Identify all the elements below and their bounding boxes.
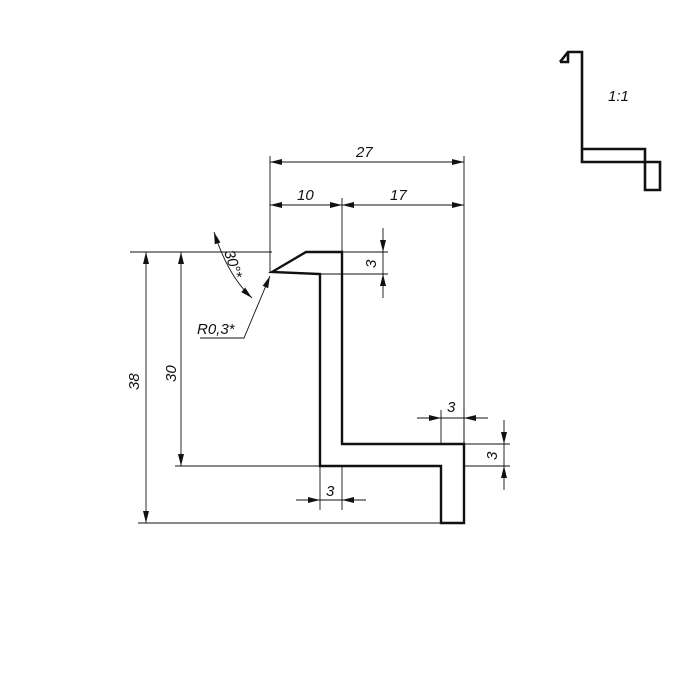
scale-label: 1:1 (608, 88, 629, 105)
profile-outline (267, 250, 466, 525)
dimension-lines (143, 159, 507, 523)
scale-thumbnail: 1:1 (558, 50, 662, 192)
dim-web-thickness: 3 (326, 483, 335, 500)
dim-total-height: 38 (126, 373, 143, 390)
dim-inner-height: 30 (163, 365, 180, 382)
thumbnail-profile (558, 50, 662, 192)
dim-overall-width: 27 (355, 144, 373, 161)
dim-right-width: 17 (390, 187, 407, 204)
dim-lip-height: 3 (363, 259, 380, 268)
dim-bottom-thickness: 3 (484, 451, 501, 460)
dim-chamfer-angle: 30°* (220, 248, 245, 281)
dim-left-width: 10 (297, 187, 314, 204)
dim-radius: R0,3* (197, 321, 236, 338)
dimension-labels: 27 10 17 3 3 3 3 38 30 30°* R0,3* (126, 144, 501, 500)
dim-flange-width: 3 (447, 399, 456, 416)
